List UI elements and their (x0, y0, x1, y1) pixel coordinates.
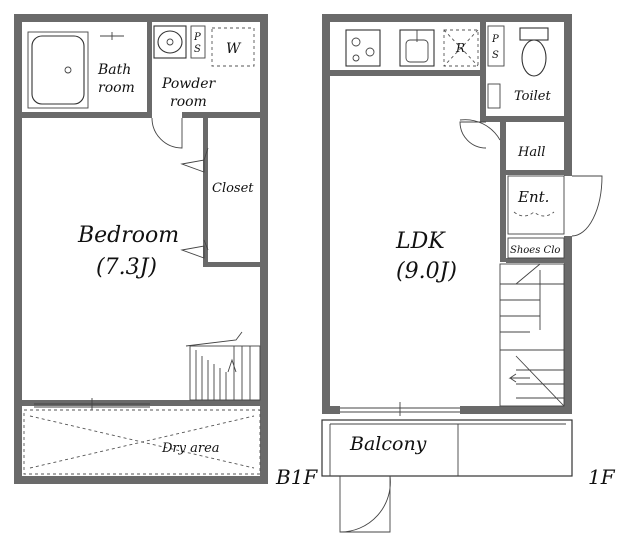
stair-up-arrow (227, 358, 237, 373)
b1f-powder-wall (182, 112, 260, 118)
sink-drain (166, 38, 174, 46)
burner-2 (365, 47, 375, 57)
bedroom-size-label: (7.3J) (96, 255, 157, 280)
b1f-window-wall (22, 400, 260, 406)
f1-plan (321, 14, 603, 533)
ldk-door-swing (459, 119, 501, 141)
f1-west-wall (322, 14, 330, 414)
f1-south-wall-right (460, 406, 572, 414)
balcony-door (339, 475, 391, 533)
bathtub-frame (27, 31, 89, 109)
f1-floor-label: 1F (588, 465, 616, 489)
f1-pipe-shaft (487, 25, 505, 67)
closet-label: Closet (212, 181, 254, 196)
toilet-west-wall (480, 22, 486, 122)
hall-label: Hall (517, 145, 545, 160)
f1-north-wall (322, 14, 572, 22)
toilet-bowl (521, 39, 547, 77)
b1f-east-wall (260, 14, 268, 484)
bedroom-door-mark-2 (180, 159, 205, 173)
hall-west-wall (500, 122, 506, 262)
bathtub-drain (64, 66, 72, 74)
washer-label: W (226, 41, 242, 57)
labels: Bath room Powder room W P S Closet Bedro… (77, 32, 616, 489)
fridge-label: R (455, 41, 465, 55)
f1-window (340, 402, 460, 416)
dry-area-cross (29, 415, 255, 469)
f1-east-wall-upper (564, 14, 572, 176)
bathtub (31, 35, 85, 105)
f1-east-wall-lower (564, 236, 572, 412)
dry-area-label: Dry area (161, 441, 220, 456)
f1-stairs (499, 263, 565, 407)
entrance-step (513, 211, 555, 217)
f1-ps-label: P S (491, 34, 502, 61)
washer-space (211, 27, 255, 67)
entrance-label: Ent. (517, 188, 549, 206)
shoes-closet-label: Shoes Clo (510, 245, 560, 256)
shower-faucet (100, 32, 124, 40)
powder-sink-basin (157, 30, 183, 54)
closet-door-marks (203, 147, 209, 251)
b1f-west-wall (14, 14, 22, 484)
ldk-label: LDK (395, 229, 446, 254)
balcony (321, 419, 573, 477)
fridge-space (443, 29, 479, 67)
b1f-closet-bottom-wall (203, 262, 260, 267)
b1f-ps-label: P S (193, 32, 204, 55)
entrance-area (507, 175, 565, 235)
toilet-tank (519, 27, 549, 41)
b1f-stairs (185, 331, 261, 401)
b1f-floor-label: B1F (275, 465, 318, 489)
burner-1 (351, 37, 361, 47)
b1f-bath-partition (147, 22, 152, 118)
fridge-cross (443, 29, 479, 67)
bedroom-door-mark (180, 245, 205, 259)
burner-3 (352, 54, 360, 62)
powder-room-label: Powder room (161, 76, 220, 110)
shoes-bottom-wall (506, 258, 564, 263)
kitchen-counter-wall (330, 70, 484, 76)
balcony-rail (329, 423, 566, 476)
b1f-north-wall (14, 14, 268, 22)
b1f-window (34, 398, 150, 410)
shoes-closet (507, 237, 565, 259)
bath-room-label: Bath room (97, 62, 136, 96)
toilet-south-wall (486, 116, 564, 122)
toilet-door (459, 121, 487, 149)
b1f-closet-wall (203, 118, 208, 266)
hall-entrance-wall (506, 170, 564, 175)
toilet-cabinet (487, 83, 501, 109)
balcony-label: Balcony (349, 433, 427, 455)
b1f-plan (14, 14, 268, 484)
f1-south-wall-left (330, 406, 340, 414)
bedroom-label: Bedroom (77, 223, 179, 248)
ldk-size-label: (9.0J) (396, 259, 457, 284)
b1f-south-wall (14, 476, 268, 484)
b1f-pipe-shaft (190, 25, 206, 59)
powder-door (151, 117, 183, 149)
f1-stair-arrow (508, 373, 530, 383)
stove (345, 29, 381, 67)
entrance-door (571, 175, 603, 237)
b1f-bath-wall (22, 112, 152, 118)
toilet-label: Toilet (514, 89, 551, 104)
